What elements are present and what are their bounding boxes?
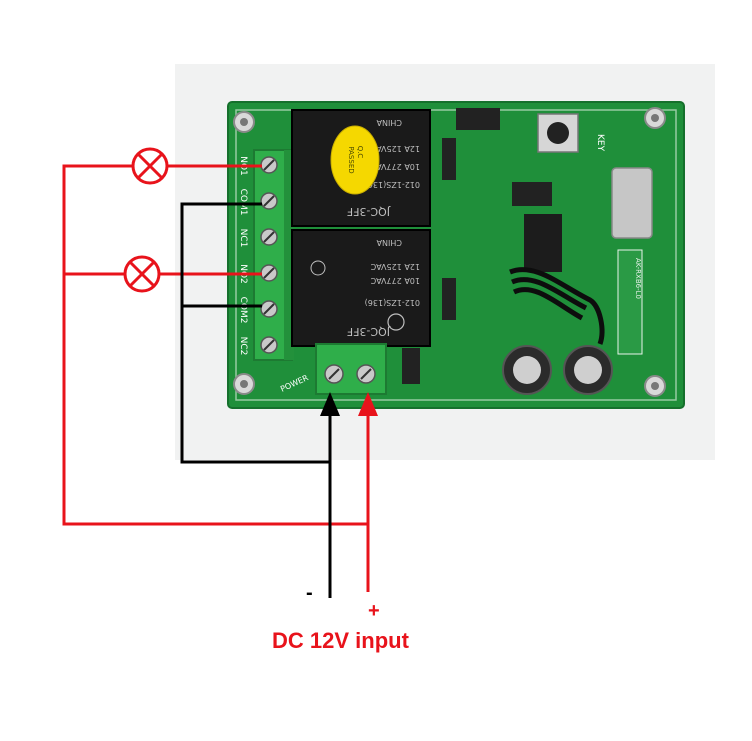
black-wire-loop (180, 202, 330, 464)
diode-power (402, 348, 420, 384)
capacitor-2-top (574, 356, 602, 384)
relay-bottom: CHINA 12A 125VAC 10A 277VAC 012-1ZS(136)… (291, 229, 431, 347)
relay-bottom-rating1: 12A 125VAC (370, 262, 420, 271)
relay-bottom-body (291, 229, 431, 347)
terminal-label-nc2: NC2 (238, 337, 248, 356)
rf-module-label: AK-RXB6-L0 (634, 258, 642, 299)
qc-passed-sticker (330, 125, 380, 195)
negative-arrow-icon (320, 392, 340, 416)
mounting-hole-tr-center (651, 114, 659, 122)
relay-top-brand: CHINA (376, 118, 402, 127)
power-terminal: POWER (279, 343, 387, 395)
relay-top-model: 012-1ZS(136) (365, 180, 420, 189)
relay-bottom-brand: CHINA (376, 238, 402, 247)
antenna-coil (509, 267, 605, 345)
mounting-holes (233, 107, 666, 397)
diode-2 (442, 278, 456, 320)
negative-sign: - (306, 582, 313, 604)
rf-module (617, 249, 643, 355)
terminal-block-side (284, 150, 294, 360)
output-terminal-block: NO1 COM1 NC1 NO2 COM2 NC2 (238, 149, 294, 361)
crystal-oscillator (611, 167, 653, 239)
diode-1 (442, 138, 456, 180)
push-button (547, 122, 569, 144)
qc-sticker-line2: PASSED (347, 146, 355, 173)
relay-bottom-markings: CHINA 12A 125VAC 10A 277VAC 012-1ZS(136)… (347, 238, 420, 338)
pin-header (456, 108, 500, 130)
relay-top-rating1: 12A 125VAC (370, 144, 420, 153)
capacitors (502, 345, 613, 395)
terminal-label-nc1: NC1 (238, 229, 248, 248)
relay-top-rating2: 10A 277VAC (370, 162, 420, 171)
relay-bottom-brand-icon (387, 313, 405, 331)
ic-decoder (524, 214, 562, 272)
capacitor-1-top (513, 356, 541, 384)
qc-sticker-line1: Q.C (356, 146, 364, 159)
ic-small (512, 182, 552, 206)
lamp-1-icon (131, 147, 169, 185)
mounting-hole-tl-center (240, 118, 248, 126)
lamp-2-icon (123, 255, 161, 293)
positive-arrow-icon (358, 392, 378, 416)
terminal-screw-slots (263, 159, 275, 351)
relay-bottom-model: 012-1ZS(136) (365, 298, 420, 307)
power-input-caption: DC 12V input (272, 628, 409, 653)
relay-board: NO1 COM1 NC1 NO2 COM2 NC2 CHINA 12A 125V… (227, 101, 685, 409)
terminal-label-com1: COM1 (238, 189, 248, 216)
mounting-hole-bl-center (240, 380, 248, 388)
relay-bottom-rating2: 10A 277VAC (370, 276, 420, 285)
terminal-label-com2: COM2 (238, 297, 248, 324)
relay-top-part: JQC-3FF (347, 205, 391, 218)
key-label: KEY (595, 134, 605, 152)
relay-bottom-part: JQC-3FF (347, 325, 391, 338)
relay-bottom-logo-icon (310, 260, 326, 276)
qc-sticker-text: Q.C PASSED (347, 146, 364, 174)
relay-top-markings: CHINA 12A 125VAC 10A 277VAC 012-1ZS(136)… (347, 118, 420, 218)
positive-sign: + (368, 600, 380, 622)
relay-top: CHINA 12A 125VAC 10A 277VAC 012-1ZS(136)… (291, 109, 431, 227)
mounting-hole-br-center (651, 382, 659, 390)
